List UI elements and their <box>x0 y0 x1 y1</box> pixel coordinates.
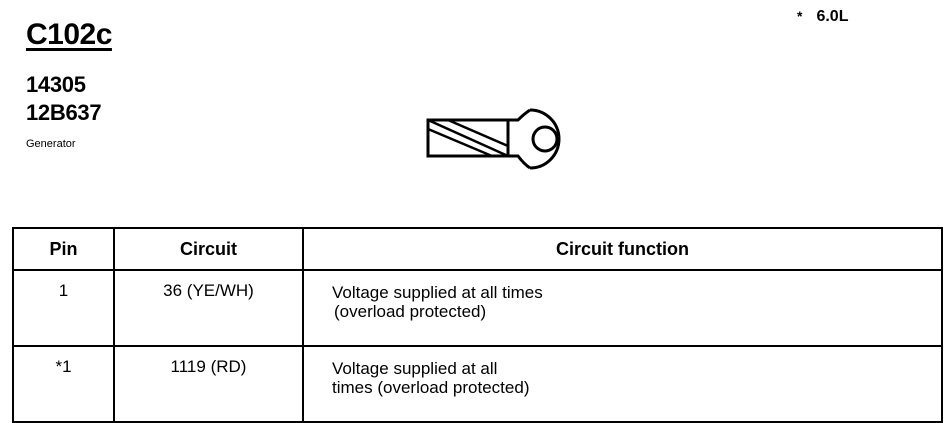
function-cell: Voltage supplied at all times (overload … <box>302 269 943 347</box>
circuit-cell: 36 (YE/WH) <box>113 269 304 347</box>
engine-note-asterisk: * <box>797 8 803 24</box>
pin-cell: 1 <box>12 269 115 347</box>
pin-cell: *1 <box>12 345 115 423</box>
table-row: 1 36 (YE/WH) Voltage supplied at all tim… <box>12 269 943 347</box>
function-cell: Voltage supplied at all times (overload … <box>302 345 943 423</box>
part-number-1: 14305 <box>26 72 86 97</box>
function-line: Voltage supplied at all times <box>332 283 543 302</box>
function-line: times (overload protected) <box>332 378 530 397</box>
part-number-2: 12B637 <box>26 100 102 125</box>
function-line: Voltage supplied at all <box>332 359 498 378</box>
table-header-row: Pin Circuit Circuit function <box>12 227 943 271</box>
engine-note: * 6.0L <box>797 8 848 26</box>
function-line: (overload protected) <box>334 302 487 321</box>
connector-id: C102c <box>26 18 112 51</box>
table-row: *1 1119 (RD) Voltage supplied at all tim… <box>12 345 943 423</box>
component-name: Generator <box>26 138 76 150</box>
header-pin: Pin <box>12 227 115 271</box>
engine-note-text: 6.0L <box>816 8 849 25</box>
pin-table: Pin Circuit Circuit function 1 36 (YE/WH… <box>12 227 943 423</box>
circuit-cell: 1119 (RD) <box>113 345 304 423</box>
header-function: Circuit function <box>302 227 943 271</box>
header-circuit: Circuit <box>113 227 304 271</box>
ring-terminal-icon <box>420 100 580 180</box>
